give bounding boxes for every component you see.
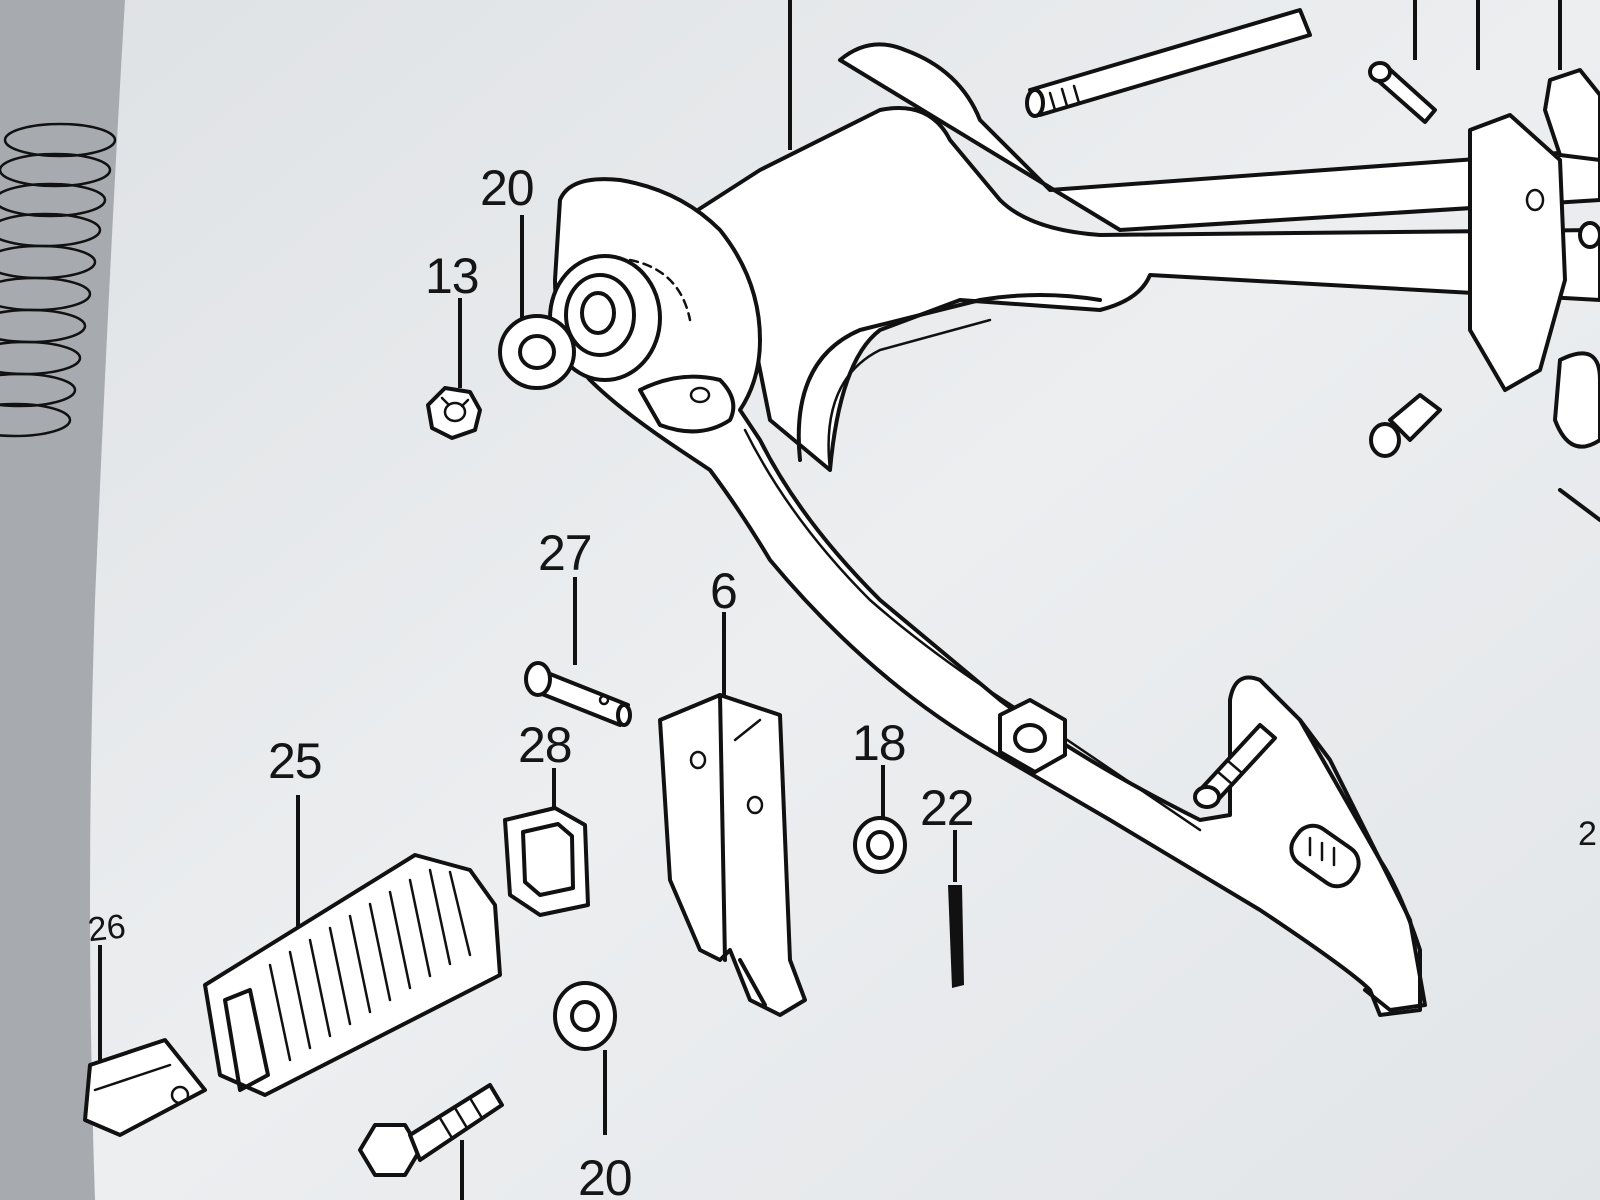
background-coil-spring <box>0 122 117 438</box>
callout-28: 28 <box>518 717 572 773</box>
part-13-castle-nut <box>426 298 482 440</box>
threaded-rod <box>1025 8 1312 118</box>
right-edge-parts <box>1368 0 1600 449</box>
callout-22: 22 <box>920 780 974 836</box>
callout-edge-right: 2 <box>1578 815 1597 853</box>
callout-18: 18 <box>852 715 906 771</box>
part-20-washer-bottom <box>553 981 617 1135</box>
callout-20-bottom: 20 <box>578 1150 632 1200</box>
bolt <box>358 1083 504 1200</box>
callout-20-top: 20 <box>480 160 534 216</box>
callout-6: 6 <box>710 563 737 619</box>
pedal-arm <box>548 0 1600 1017</box>
part-20-washer-top <box>498 215 576 390</box>
part-26-pad-plate <box>83 945 207 1137</box>
part-6-bracket <box>658 612 807 1017</box>
callout-26: 26 <box>86 907 128 949</box>
part-22-split-pin <box>948 830 964 988</box>
part-27-clevis-pin <box>524 577 632 727</box>
callout-25: 25 <box>268 733 322 789</box>
callout-13: 13 <box>425 248 479 304</box>
callout-27: 27 <box>538 525 592 581</box>
part-18-spacer <box>853 765 907 874</box>
part-28-square-washer <box>503 768 590 917</box>
part-25-pedal-rubber <box>203 795 502 1097</box>
